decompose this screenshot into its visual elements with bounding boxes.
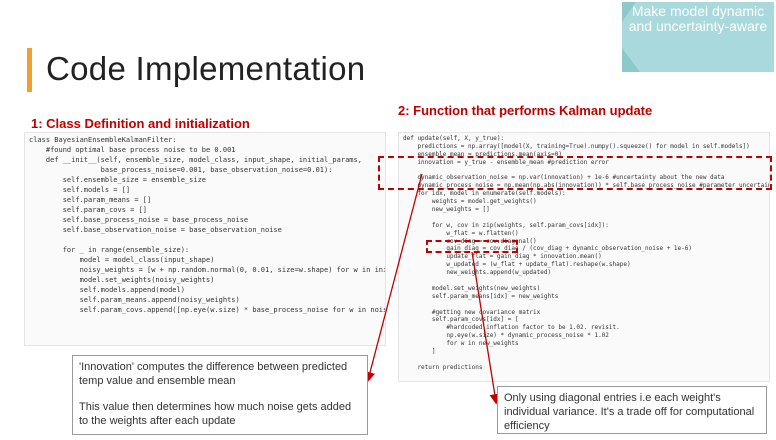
- code-line: model.set_weights(noisy_weights): [29, 276, 215, 284]
- callout-diagonal: Only using diagonal entries i.e each wei…: [497, 386, 767, 434]
- highlight-noise-box: [378, 156, 772, 190]
- code-line: weights = model.get_weights(): [403, 198, 537, 206]
- callout-innovation-text-2: This value then determines how much nois…: [79, 401, 352, 427]
- slide-title: Code Implementation: [46, 50, 366, 87]
- code-line: w_flat = w.flatten(): [403, 229, 519, 237]
- code-line: return predictions: [403, 363, 483, 371]
- code-line: update_flat = gain_diag * innovation.mea…: [403, 253, 602, 261]
- code-line: for _ in range(ensemble_size):: [29, 246, 190, 254]
- code-line: self.param_means.append(noisy_weights): [29, 296, 240, 304]
- code-line: model = model_class(input_shape): [29, 256, 215, 264]
- code-line: self.models = []: [29, 186, 131, 194]
- code-line: model.set_weights(new_weights): [403, 284, 541, 292]
- code-line: gain_diag = cov_diag / (cov_diag + dynam…: [403, 245, 692, 253]
- code-line: self.param_means[idx] = new_weights: [403, 292, 559, 300]
- code-line: self.ensemble_size = ensemble_size: [29, 176, 207, 184]
- callout-innovation: 'Innovation' computes the difference bet…: [72, 355, 368, 435]
- code-line: base_process_noise=0.001, base_observati…: [29, 166, 333, 174]
- topic-badge: Make model dynamic and uncertainty-aware: [622, 2, 774, 72]
- code-line: self.base_process_noise = base_process_n…: [29, 216, 249, 224]
- code-line: self.base_observation_noise = base_obser…: [29, 226, 282, 234]
- badge-decoration: [622, 2, 640, 72]
- arrow-to-innovation-callout: [364, 173, 423, 383]
- code-line: class BayesianEnsembleKalmanFilter:: [29, 136, 177, 144]
- code-line: #hardcoded inflation factor to be 1.02. …: [403, 324, 620, 332]
- code-line: new_weights = []: [403, 206, 490, 214]
- code-block-left: class BayesianEnsembleKalmanFilter: #fou…: [29, 135, 386, 315]
- code-line: for w in new_weights: [403, 340, 519, 348]
- title-accent-bar: [27, 48, 32, 92]
- code-panel-class-definition: class BayesianEnsembleKalmanFilter: #fou…: [24, 132, 386, 346]
- code-line: self.param_covs.append([np.eye(w.size) *…: [79, 306, 385, 314]
- code-line: for w, cov in zip(weights, self.param_co…: [403, 221, 609, 229]
- callout-innovation-text-1: 'Innovation' computes the difference bet…: [79, 361, 348, 387]
- code-block-right: def update(self, X, y_true): predictions…: [403, 135, 770, 372]
- code-line: def __init__(self, ensemble_size, model_…: [29, 156, 362, 164]
- code-line: innovation = y_true - ensemble_mean #pre…: [403, 158, 609, 166]
- badge-text: Make model dynamic and uncertainty-aware: [628, 3, 768, 34]
- code-line: #found optimal base process noise to be …: [29, 146, 236, 154]
- code-line: self.param_means = []: [29, 196, 152, 204]
- code-line: dynamic_observation_noise = np.var(innov…: [403, 174, 725, 182]
- code-line: dynamic_process_noise = np.mean(np.abs(i…: [403, 182, 770, 190]
- heading-class-definition: 1: Class Definition and initialization: [31, 116, 250, 131]
- code-line: def update(self, X, y_true):: [403, 135, 505, 142]
- code-line: self.param_covs[idx] = [: [403, 316, 519, 324]
- code-line: self.param_covs = []: [29, 206, 148, 214]
- code-line: #getting new covariance matrix: [403, 308, 541, 316]
- heading-kalman-update: 2: Function that performs Kalman update: [398, 103, 653, 118]
- callout-diagonal-text: Only using diagonal entries i.e each wei…: [504, 392, 755, 432]
- code-line: predictions = np.array([model(X, trainin…: [403, 142, 750, 150]
- code-line: ensemble_mean = predictions.mean(axis=0): [403, 150, 562, 158]
- code-line: np.eye(w.size) * dynamic_process_noise *…: [403, 332, 609, 340]
- arrow-to-diagonal-callout: [471, 251, 500, 405]
- code-line: noisy_weights = [w + np.random.normal(0,…: [79, 266, 386, 274]
- code-line: self.models.append(model): [29, 286, 185, 294]
- code-line: ]: [403, 348, 436, 356]
- code-line: for idx, model in enumerate(self.models)…: [403, 190, 566, 198]
- code-line: w_updated = (w_flat + update_flat).resha…: [403, 261, 631, 269]
- code-panel-kalman-update: def update(self, X, y_true): predictions…: [398, 132, 770, 382]
- code-line: new_weights.append(w_updated): [403, 269, 552, 277]
